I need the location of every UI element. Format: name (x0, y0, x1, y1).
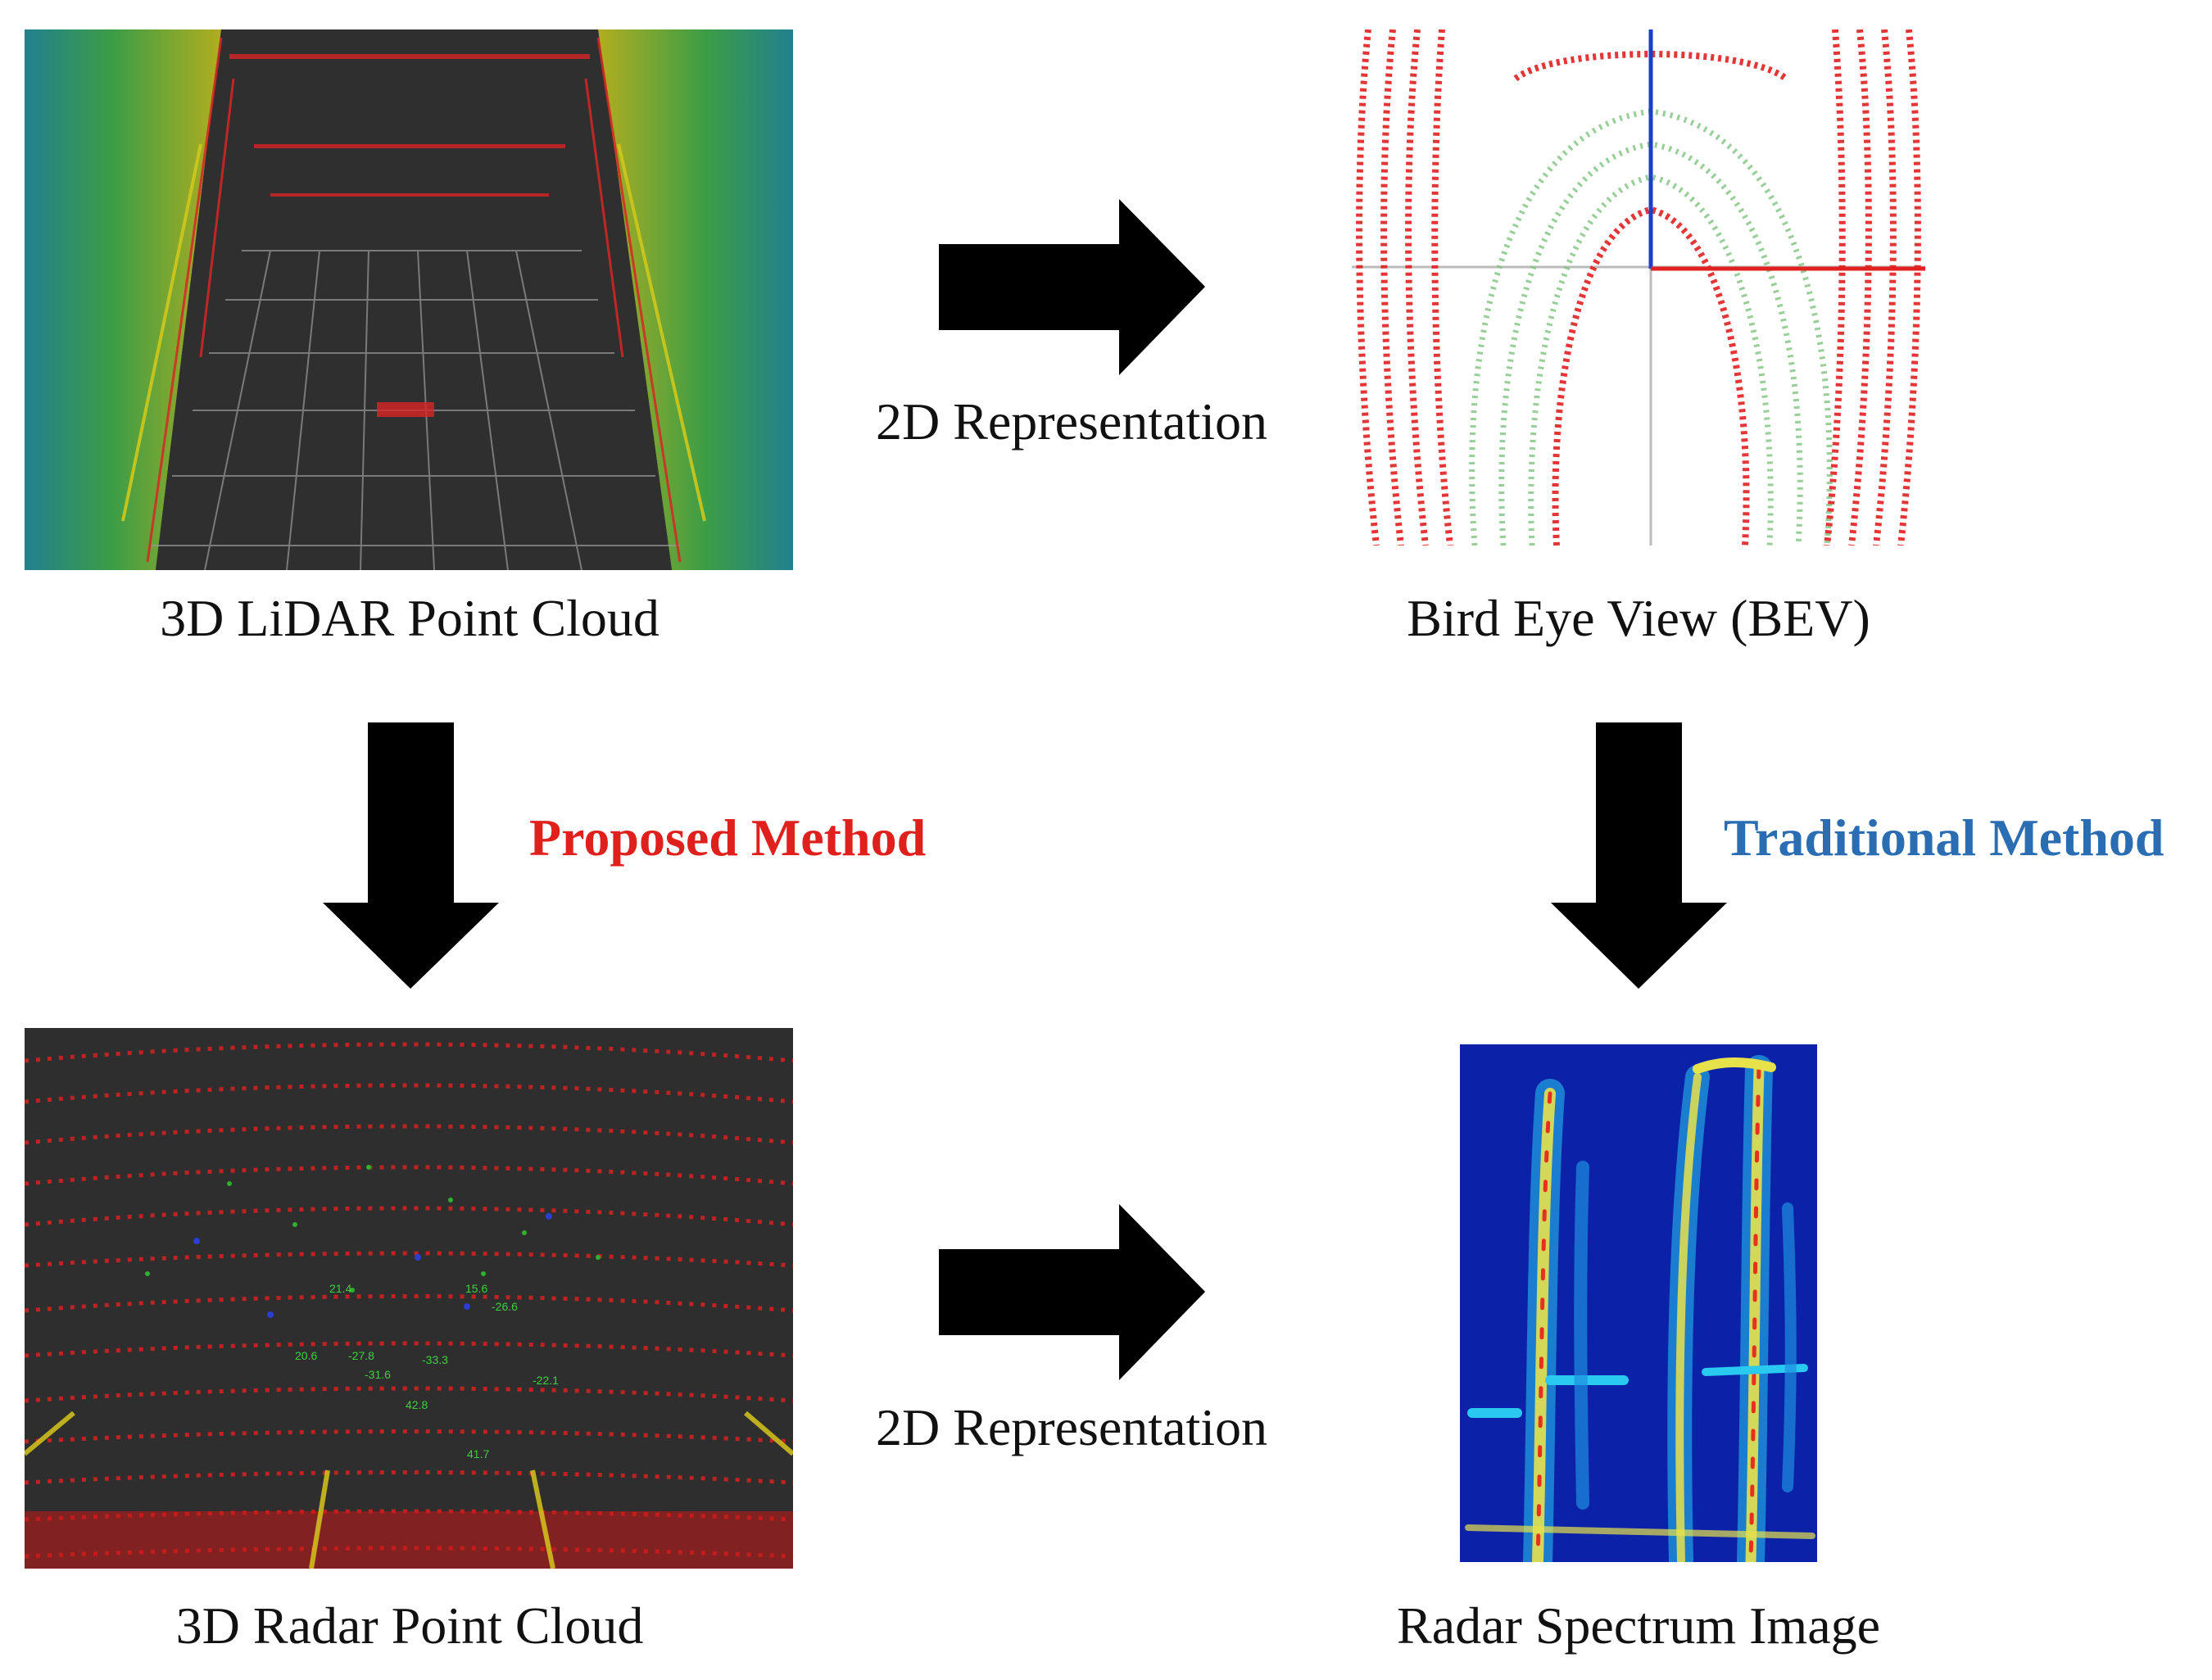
radar-point-cloud-caption: 3D Radar Point Cloud (175, 1596, 644, 1655)
lidar-caption: 3D LiDAR Point Cloud (160, 589, 660, 647)
radar-readout-6: -31.6 (365, 1368, 391, 1381)
radar-point-cloud-image: 21.4 15.6 -26.6 -22.1 42.8 -31.6 41.7 -3… (25, 1028, 793, 1569)
traditional-method-label: Traditional Method (1724, 808, 2164, 867)
bottom-arrow-label: 2D Representation (875, 1398, 1268, 1456)
bev-wall-points (1356, 29, 1921, 546)
radar-readout-9: 20.6 (295, 1349, 317, 1362)
down-arrow-icon (1551, 722, 1727, 989)
radar-readout-5: 42.8 (406, 1398, 428, 1411)
right-arrow-icon (939, 199, 1205, 375)
bev-caption: Bird Eye View (BEV) (1407, 589, 1870, 647)
radar-readout-2: 15.6 (465, 1282, 487, 1295)
lidar-point-cloud-image (25, 29, 793, 570)
radar-value-labels: 21.4 15.6 -26.6 -22.1 42.8 -31.6 41.7 -3… (295, 1282, 559, 1460)
top-arrow-label: 2D Representation (875, 392, 1268, 451)
down-arrow-icon (323, 722, 499, 989)
lidar-floor-grid (152, 250, 680, 570)
right-arrow-icon (939, 1204, 1205, 1380)
radar-readout-4: -22.1 (533, 1374, 559, 1387)
radar-readout-8: -33.3 (422, 1353, 448, 1366)
proposed-method-label: Proposed Method (529, 808, 927, 867)
bev-image (1352, 29, 1925, 546)
radar-spectrum-image (1460, 1044, 1817, 1562)
radar-spectrum-caption: Radar Spectrum Image (1397, 1596, 1880, 1655)
radar-readout-7: 41.7 (467, 1447, 489, 1460)
radar-readout-3: -26.6 (492, 1300, 518, 1313)
radar-readout-1: 21.4 (329, 1282, 351, 1295)
radar-readout-10: -27.8 (348, 1349, 374, 1362)
radar-range-rings (25, 1042, 793, 1559)
